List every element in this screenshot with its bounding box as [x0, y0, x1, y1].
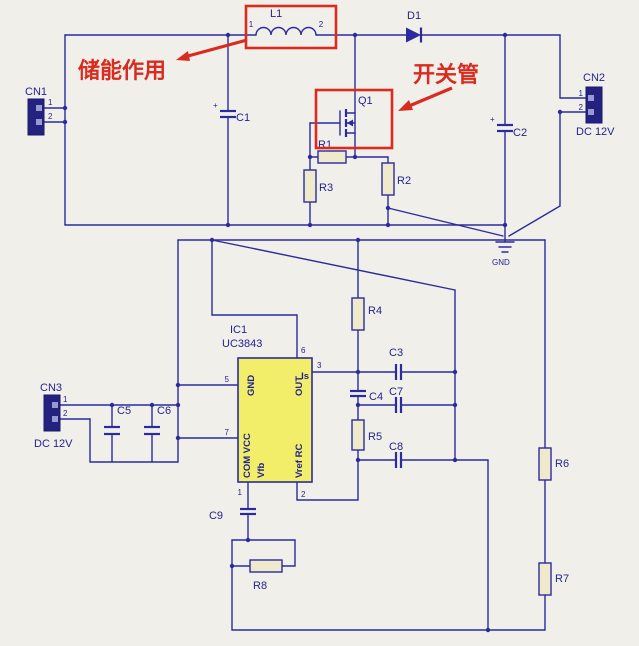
ic-pinnum-1: 1	[238, 488, 243, 497]
capacitor-c5	[104, 425, 120, 436]
ic-uc3843-body	[237, 357, 313, 483]
cn1-pin-2: 2	[48, 112, 53, 121]
arrowhead-energy-storage	[176, 51, 190, 61]
label-gnd: GND	[492, 258, 510, 267]
label-l1: L1	[270, 8, 282, 20]
ic-pin-gnd: GND	[246, 375, 257, 396]
ic-pin-vref-rc: Vref RC	[294, 444, 305, 478]
capacitor-c7	[394, 397, 403, 413]
connector-cn2	[585, 86, 603, 124]
label-r6: R6	[555, 458, 569, 470]
cn2-pin-2: 2	[579, 103, 584, 112]
ic-pinnum-2: 2	[301, 490, 306, 499]
label-r2: R2	[397, 175, 411, 187]
label-ic1: IC1	[230, 324, 247, 336]
resistor-r3	[303, 169, 317, 203]
label-c8: C8	[389, 441, 403, 453]
label-c1: C1	[236, 112, 250, 124]
capacitor-c1	[220, 109, 236, 119]
resistor-r7	[538, 562, 552, 596]
red-annotations: 储能作用 开关管	[78, 4, 479, 150]
resistor-r4	[351, 297, 365, 331]
label-c2: C2	[513, 127, 527, 139]
resistor-r1	[317, 150, 347, 164]
cn2-dc12v: DC 12V	[576, 126, 615, 138]
label-r3: R3	[319, 182, 333, 194]
ic-pin-out: OUT	[294, 376, 305, 396]
label-cn1: CN1	[25, 86, 47, 98]
ic-pinnum-3: 3	[317, 361, 322, 370]
cn3-dc12v: DC 12V	[34, 438, 73, 450]
c2-polarity: +	[490, 115, 495, 124]
capacitor-c4	[350, 389, 366, 398]
label-cn3: CN3	[40, 382, 62, 394]
l1-pin-2: 2	[319, 20, 324, 29]
resistor-r2	[381, 162, 395, 196]
resistor-r6	[538, 447, 552, 481]
l1-pin-1: 1	[249, 20, 254, 29]
capacitor-c2	[497, 123, 513, 133]
label-c6: C6	[157, 405, 171, 417]
diode-d1	[406, 27, 423, 43]
cn3-pin-1: 1	[63, 395, 68, 404]
label-c4: C4	[369, 391, 383, 403]
ic-pin-is: Is	[301, 371, 309, 382]
label-q1: Q1	[358, 95, 373, 107]
capacitor-c9	[240, 507, 256, 516]
label-r5: R5	[368, 431, 382, 443]
ic-pinnum-6: 6	[301, 346, 306, 355]
junction-dots	[62, 32, 563, 633]
label-r4: R4	[368, 305, 382, 317]
mosfet-q1	[339, 109, 356, 137]
label-c5: C5	[117, 405, 131, 417]
label-c3: C3	[389, 347, 403, 359]
cn1-pin-1: 1	[48, 98, 53, 107]
label-c7: C7	[389, 386, 403, 398]
resistor-r8	[249, 559, 283, 573]
arrowhead-switching-tube	[398, 100, 413, 111]
ground-symbol	[495, 241, 515, 253]
ic-pin-com-vcc: COM VCC	[242, 433, 253, 478]
resistor-r5	[351, 419, 365, 451]
annotation-energy-storage: 储能作用	[78, 58, 166, 83]
ic-pin-vfb: Vfb	[256, 463, 267, 479]
cn3-pin-2: 2	[63, 409, 68, 418]
ic-pinnum-7: 7	[225, 428, 230, 437]
capacitor-c8	[394, 452, 403, 468]
label-uc3843: UC3843	[222, 338, 262, 350]
connector-cn1	[27, 98, 45, 136]
label-r7: R7	[555, 573, 569, 585]
ic-pinnum-5: 5	[225, 375, 230, 384]
c1-polarity: +	[213, 101, 218, 110]
highlight-box-q1	[314, 88, 394, 150]
connector-cn3	[43, 394, 61, 432]
label-c9: C9	[209, 510, 223, 522]
annotation-switching-tube: 开关管	[413, 62, 479, 87]
arrow-switching-tube	[408, 86, 453, 108]
label-d1: D1	[407, 10, 421, 22]
capacitor-c3	[394, 364, 403, 380]
highlight-box-l1	[244, 4, 338, 50]
inductor-l1	[255, 26, 317, 36]
label-r8: R8	[253, 580, 267, 592]
capacitor-c6	[144, 425, 160, 436]
cn2-pin-1: 1	[579, 89, 584, 98]
label-cn2: CN2	[583, 72, 605, 84]
arrow-energy-storage	[187, 38, 248, 58]
